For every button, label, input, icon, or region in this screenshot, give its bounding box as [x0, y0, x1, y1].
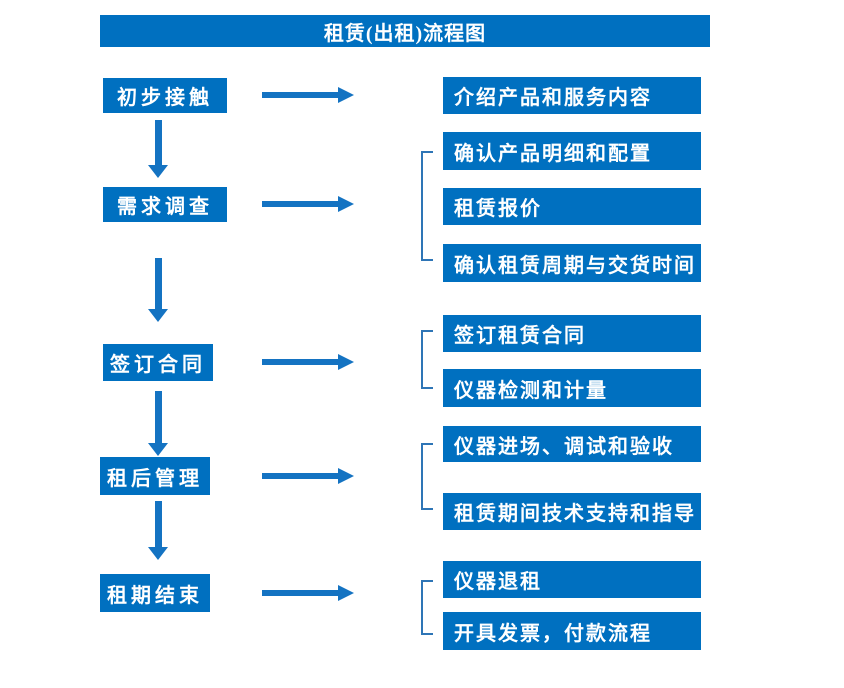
step-box-post-rental-management: 租后管理 [100, 457, 210, 495]
page-title: 租赁(出租)流程图 [323, 22, 487, 45]
arrow-right-icon [262, 468, 354, 484]
arrow-right-icon [262, 87, 354, 103]
arrow-down-icon [148, 501, 168, 560]
arrow-down-icon [148, 391, 168, 456]
arrow-right-icon [262, 196, 354, 212]
step-box-initial-contact: 初步接触 [103, 78, 227, 113]
detail-box-instrument-testing-metering: 仪器检测和计量 [443, 369, 701, 407]
detail-box-confirm-rental-period-delivery: 确认租赁周期与交货时间 [443, 244, 701, 282]
arrow-down-icon [148, 258, 168, 322]
detail-box-confirm-product-details-config: 确认产品明细和配置 [443, 132, 701, 170]
arrow-down-icon [148, 120, 168, 178]
detail-box-invoice-payment-process: 开具发票，付款流程 [443, 612, 701, 650]
detail-box-rental-quotation: 租赁报价 [443, 188, 701, 225]
detail-box-instrument-entry-debug-acceptance: 仪器进场、调试和验收 [443, 426, 701, 462]
group-bracket [421, 580, 433, 635]
group-bracket [421, 151, 433, 261]
arrow-right-icon [262, 354, 354, 370]
detail-box-instrument-return: 仪器退租 [443, 561, 701, 598]
detail-box-sign-rental-contract: 签订租赁合同 [443, 315, 701, 352]
detail-box-introduce-products-services: 介绍产品和服务内容 [443, 77, 701, 114]
step-box-sign-contract: 签订合同 [103, 344, 213, 381]
title-bar: 租赁(出租)流程图 [100, 15, 710, 47]
group-bracket [421, 443, 433, 510]
detail-box-tech-support-during-rental: 租赁期间技术支持和指导 [443, 493, 701, 530]
step-box-rental-period-end: 租期结束 [100, 574, 210, 612]
group-bracket [421, 330, 433, 389]
step-box-demand-survey: 需求调查 [103, 187, 227, 222]
arrow-right-icon [262, 585, 354, 601]
